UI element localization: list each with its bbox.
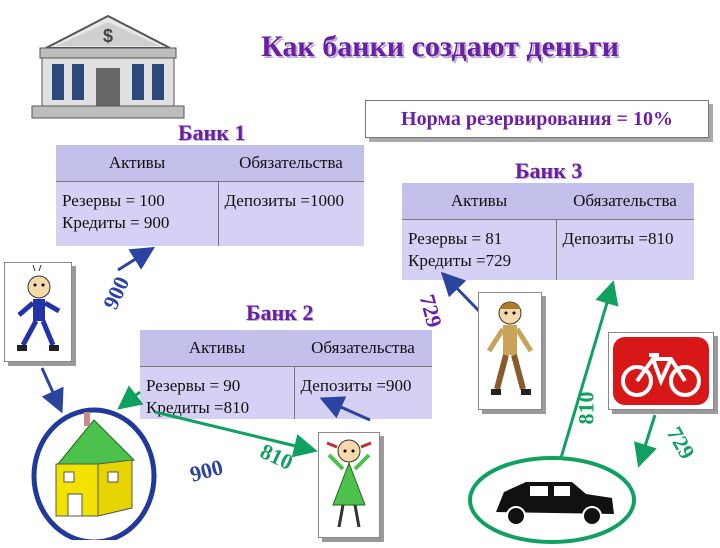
bank3-assets-header: Активы (402, 183, 556, 220)
bank1-loans: Кредиты = 900 (62, 213, 170, 232)
bank3-liabilities-header: Обязательства (556, 183, 694, 220)
bank-building-icon: $ (31, 14, 185, 119)
arrow-man-to-bank3 (440, 271, 482, 314)
arrow-to-bank1 (117, 246, 156, 272)
man-icon (486, 301, 534, 395)
page-title: Как банки создают деньги (261, 30, 619, 63)
bank1-table: Активы Обязательства Резервы = 100 Креди… (56, 145, 364, 246)
boy-icon (17, 264, 61, 351)
bank3-label: Банк 3 (515, 158, 583, 183)
bank2-label: Банк 2 (246, 300, 314, 325)
bank2-reserves: Резервы = 90 (146, 376, 241, 395)
arrow-girl-to-bank2 (319, 396, 371, 422)
bank3-loans: Кредиты =729 (408, 251, 512, 270)
bank1-assets-header: Активы (56, 145, 218, 182)
arrow-car-to-bank3 (556, 280, 619, 469)
reserve-ratio-box: Норма резервирования = 10% (365, 100, 709, 138)
arrow-house-to-girl (154, 410, 318, 458)
man-picture (478, 292, 542, 410)
bank3-table: Активы Обязательства Резервы = 81 Кредит… (402, 183, 694, 280)
girl-icon (326, 439, 372, 528)
bank2-liabilities-header: Обязательства (294, 330, 432, 367)
bicycle-picture (608, 332, 714, 410)
bank2-deposits: Депозиты =900 (300, 376, 412, 395)
arrow-bike-to-car (634, 414, 657, 468)
girl-picture (318, 432, 380, 538)
bicycle-icon (613, 337, 709, 405)
bank3-deposits: Депозиты =810 (562, 229, 674, 248)
bank1-deposits: Депозиты =1000 (224, 191, 344, 210)
bank3-reserves: Резервы = 81 (408, 229, 503, 248)
bank1-liabilities-header: Обязательства (218, 145, 364, 182)
house-icon (31, 407, 157, 540)
boy-picture (4, 262, 72, 362)
bank2-table: Активы Обязательства Резервы = 90 Кредит… (140, 330, 432, 419)
bank1-label: Банк 1 (178, 120, 246, 145)
flow-label-810-b: 810 (573, 391, 599, 425)
bank1-reserves: Резервы = 100 (62, 191, 165, 210)
arrow-boy-to-house (40, 367, 64, 414)
arrow-bank2-to-house (117, 385, 144, 410)
car-icon (468, 456, 636, 544)
bank2-loans: Кредиты =810 (146, 398, 250, 417)
bank2-assets-header: Активы (140, 330, 294, 367)
svg-text:$: $ (103, 26, 113, 46)
